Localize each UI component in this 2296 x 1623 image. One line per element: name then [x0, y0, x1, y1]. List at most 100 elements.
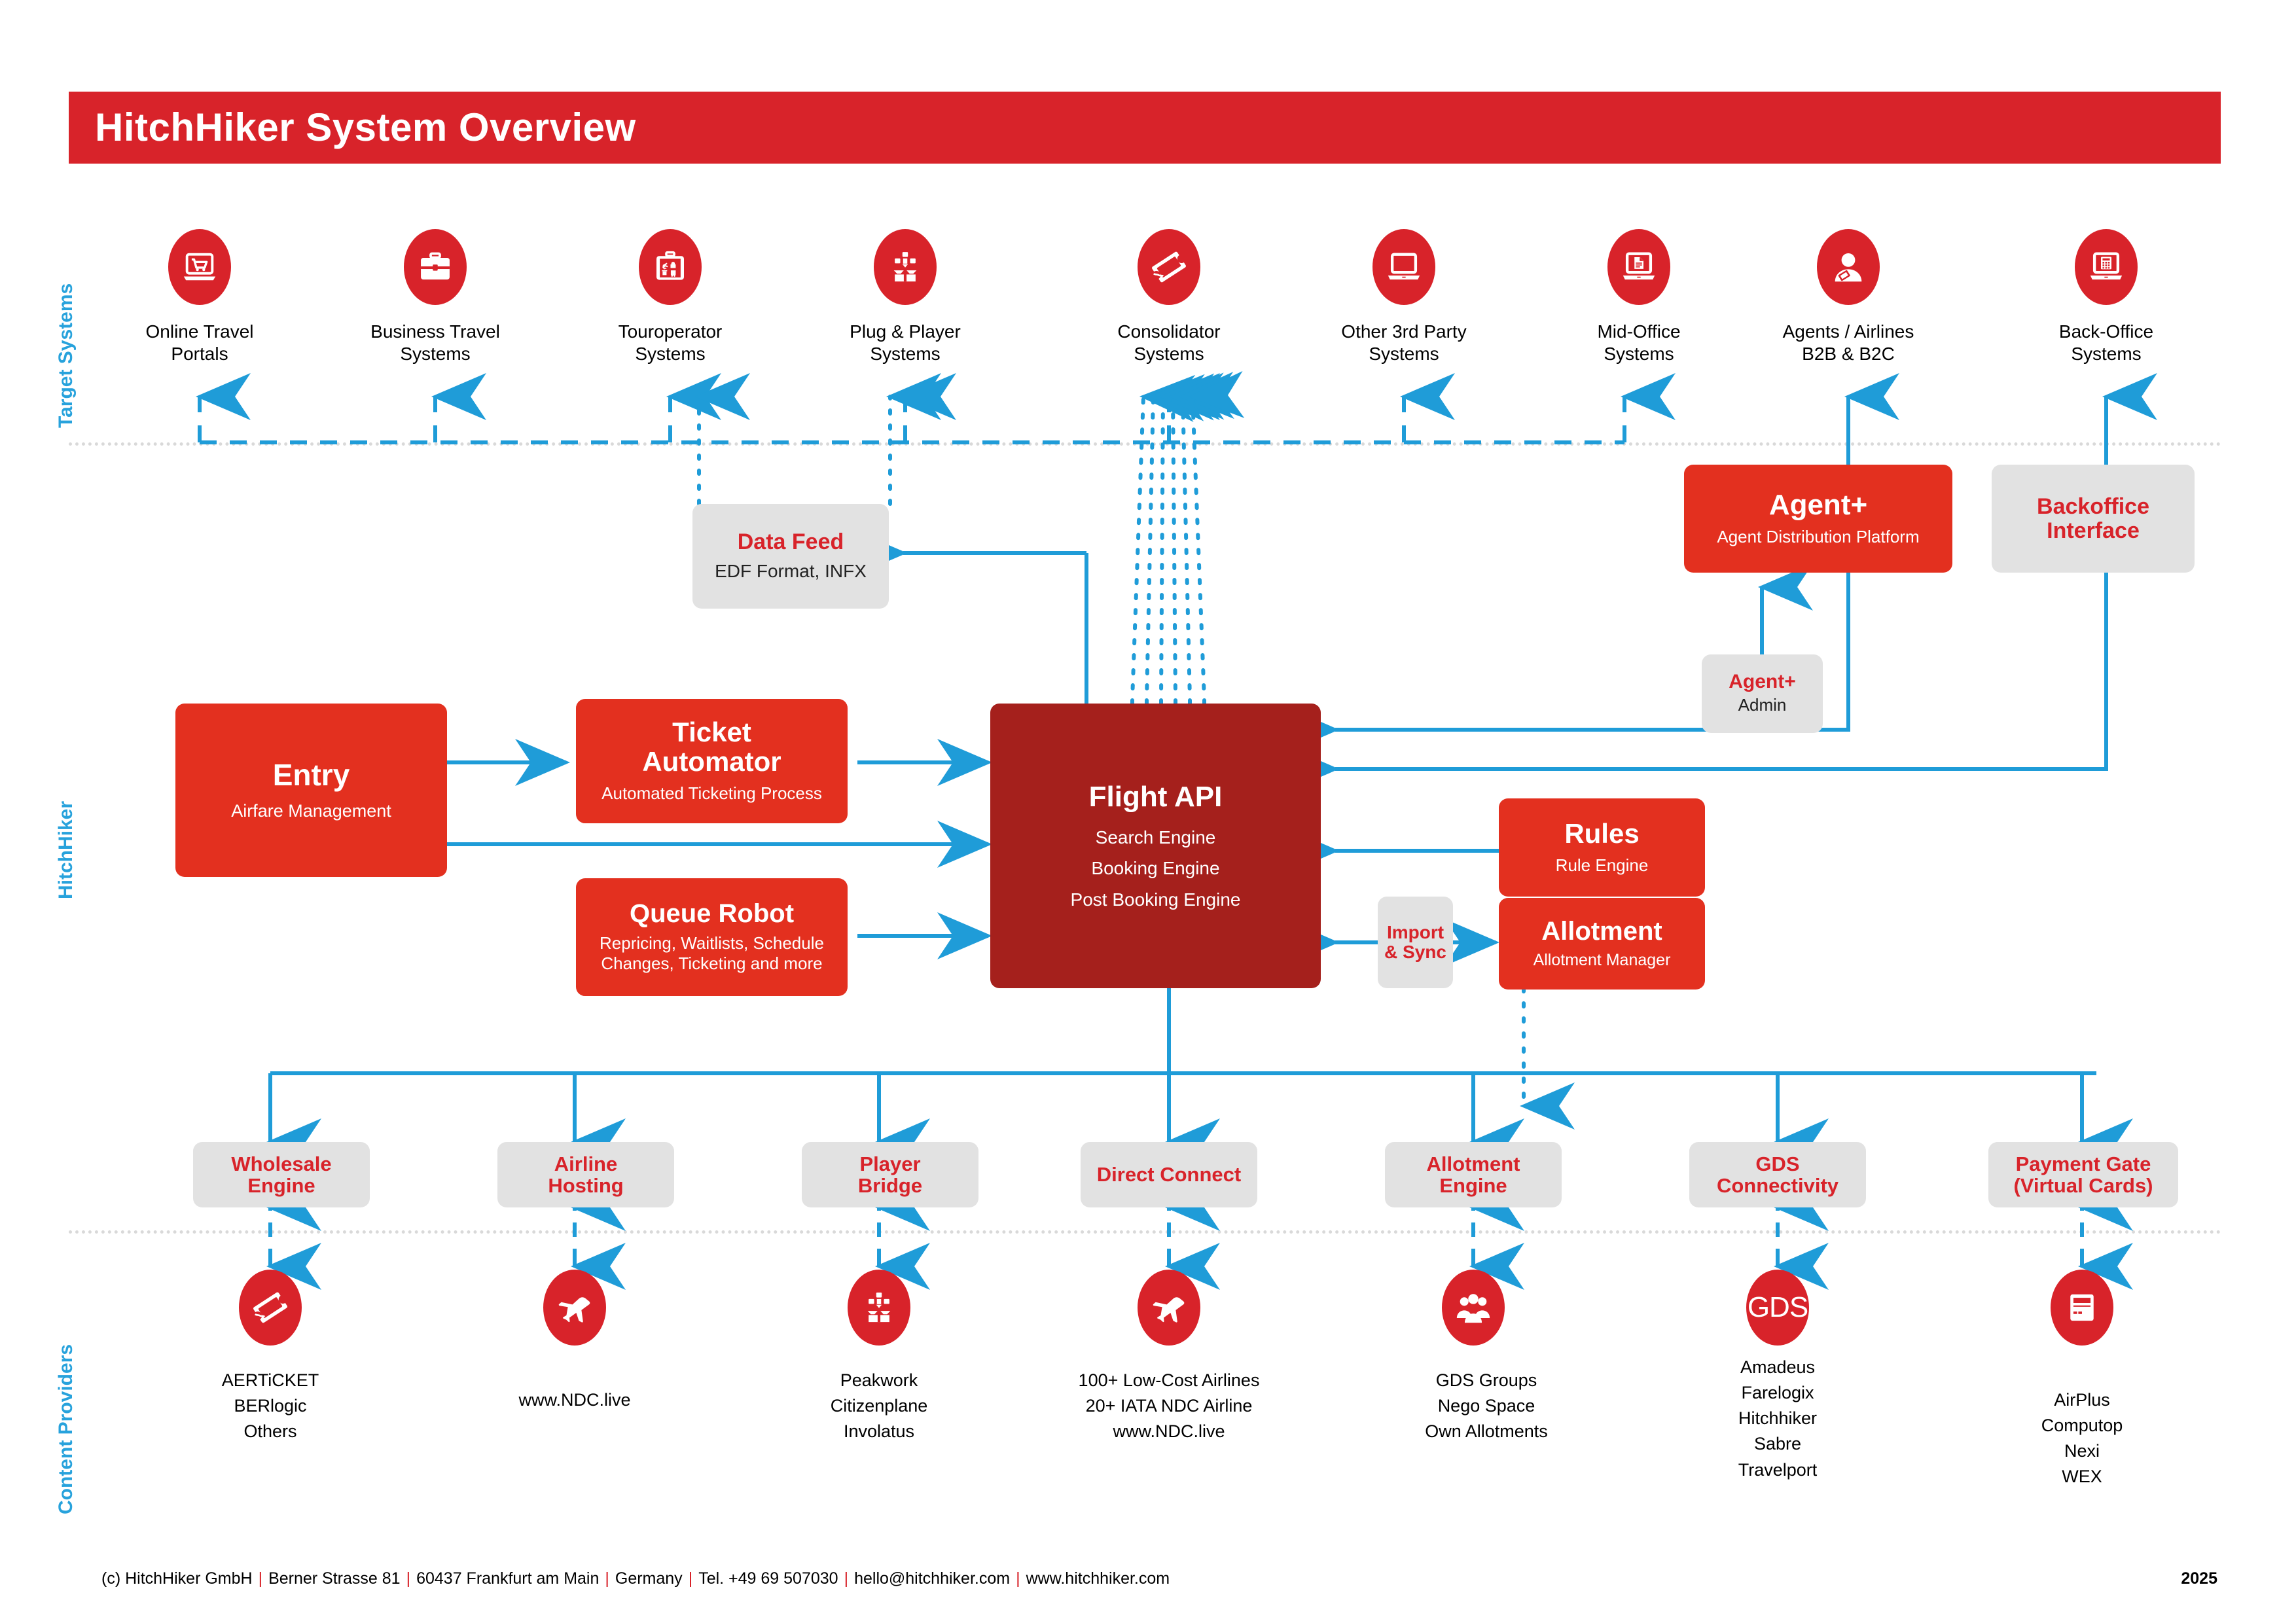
footer-part: Berner Strasse 81	[268, 1569, 401, 1588]
agent-plus-subtitle: Agent Distribution Platform	[1717, 527, 1920, 547]
laptop-cart-icon	[168, 229, 231, 305]
import-sync-box[interactable]: Import& Sync	[1378, 897, 1453, 988]
provider-line: Computop	[2041, 1416, 2123, 1436]
provider-lines: www.NDC.live	[457, 1387, 692, 1413]
provider-line: Others	[243, 1421, 297, 1442]
tickets-icon	[1138, 229, 1200, 305]
package-distribute-icon	[874, 229, 937, 305]
gds-icon-label: GDS	[1747, 1291, 1808, 1323]
footer-divider: |	[258, 1569, 263, 1588]
footer-divider: |	[406, 1569, 411, 1588]
provider-line: WEX	[2062, 1467, 2102, 1487]
rules-box[interactable]: Rules Rule Engine	[1499, 798, 1705, 897]
allotment-box[interactable]: Allotment Allotment Manager	[1499, 898, 1705, 990]
footer-part: Germany	[615, 1569, 683, 1588]
queue-robot-box[interactable]: Queue Robot Repricing, Waitlists, Schedu…	[576, 878, 848, 996]
provider-lines: AERTiCKET BERlogic Others	[152, 1368, 388, 1444]
agent-plus-admin-box[interactable]: Agent+ Admin	[1702, 654, 1823, 733]
footer-divider: |	[844, 1569, 849, 1588]
entry-box[interactable]: Entry Airfare Management	[175, 704, 447, 877]
band-label-content-providers: Content Providers	[55, 1344, 77, 1514]
provider-line: Own Allotments	[1425, 1421, 1548, 1442]
briefcase-icon	[404, 229, 467, 305]
provider-line: Hitchhiker	[1738, 1408, 1818, 1429]
separator-content-providers	[69, 1230, 2222, 1234]
provider-line: Travelport	[1738, 1459, 1818, 1480]
provider-lines: GDS Groups Nego Space Own Allotments	[1355, 1368, 1617, 1444]
data-feed-subtitle: EDF Format, INFX	[715, 561, 867, 582]
page-title: HitchHiker System Overview	[95, 105, 636, 149]
flight-api-line-1: Search Engine	[1095, 827, 1216, 847]
connector-label: Direct Connect	[1096, 1163, 1242, 1186]
allotment-title: Allotment	[1541, 916, 1662, 946]
band-label-target-systems: Target Systems	[55, 283, 77, 428]
airplane-icon	[1138, 1270, 1200, 1346]
footer-email[interactable]: hello@hitchhiker.com	[854, 1569, 1011, 1588]
provider-lines: 100+ Low-Cost Airlines 20+ IATA NDC Airl…	[1025, 1368, 1313, 1444]
gds-text-icon: GDS	[1746, 1270, 1809, 1346]
footer-divider: |	[688, 1569, 693, 1588]
laptop-icon	[1372, 229, 1435, 305]
connector-direct-connect[interactable]: Direct Connect	[1081, 1142, 1257, 1207]
provider-line: AERTiCKET	[221, 1370, 319, 1390]
provider-line: Nexi	[2064, 1441, 2100, 1461]
allotment-subtitle: Allotment Manager	[1533, 951, 1671, 970]
provider-lines: Amadeus Farelogix Hitchhiker Sabre Trave…	[1660, 1355, 1895, 1483]
band-label-hitchhiker: HitchHiker	[55, 800, 77, 899]
data-feed-title: Data Feed	[737, 529, 844, 555]
provider-line: Citizenplane	[830, 1396, 928, 1416]
queue-robot-title: Queue Robot	[629, 899, 795, 929]
ticket-automator-subtitle: Automated Ticketing Process	[601, 783, 822, 804]
laptop-document-icon	[1607, 229, 1670, 305]
footer-website[interactable]: www.hitchhiker.com	[1026, 1569, 1170, 1588]
connector-payment-gate[interactable]: Payment Gate(Virtual Cards)	[1988, 1142, 2178, 1207]
agent-plus-title: Agent+	[1768, 489, 1868, 522]
provider-line: Involatus	[843, 1421, 915, 1442]
provider-line: GDS Groups	[1435, 1370, 1537, 1390]
flight-api-title: Flight API	[1088, 780, 1223, 813]
entry-subtitle: Airfare Management	[231, 800, 391, 821]
entry-title: Entry	[272, 757, 350, 792]
provider-line: Nego Space	[1437, 1396, 1535, 1416]
provider-line: Farelogix	[1741, 1383, 1814, 1403]
provider-line: AirPlus	[2054, 1390, 2110, 1410]
rules-title: Rules	[1564, 817, 1640, 849]
data-feed-box[interactable]: Data Feed EDF Format, INFX	[692, 504, 889, 609]
agent-person-icon	[1817, 229, 1880, 305]
footer-part: (c) HitchHiker GmbH	[101, 1569, 253, 1588]
agent-plus-admin-title: Agent+	[1729, 671, 1796, 693]
package-distribute-icon	[848, 1270, 910, 1346]
agent-plus-admin-subtitle: Admin	[1738, 695, 1787, 715]
separator-target-systems	[69, 442, 2222, 446]
airplane-icon	[543, 1270, 606, 1346]
flight-api-box[interactable]: Flight API Search Engine Booking Engine …	[990, 704, 1321, 988]
provider-line: Peakwork	[840, 1370, 918, 1390]
suitcase-travel-icon	[639, 229, 702, 305]
people-group-icon	[1442, 1270, 1505, 1346]
agent-plus-box[interactable]: Agent+ Agent Distribution Platform	[1684, 465, 1952, 573]
footer-contact: (c) HitchHiker GmbH|Berner Strasse 81|60…	[101, 1569, 1170, 1588]
connector-label: Payment Gate(Virtual Cards)	[2013, 1152, 2153, 1197]
